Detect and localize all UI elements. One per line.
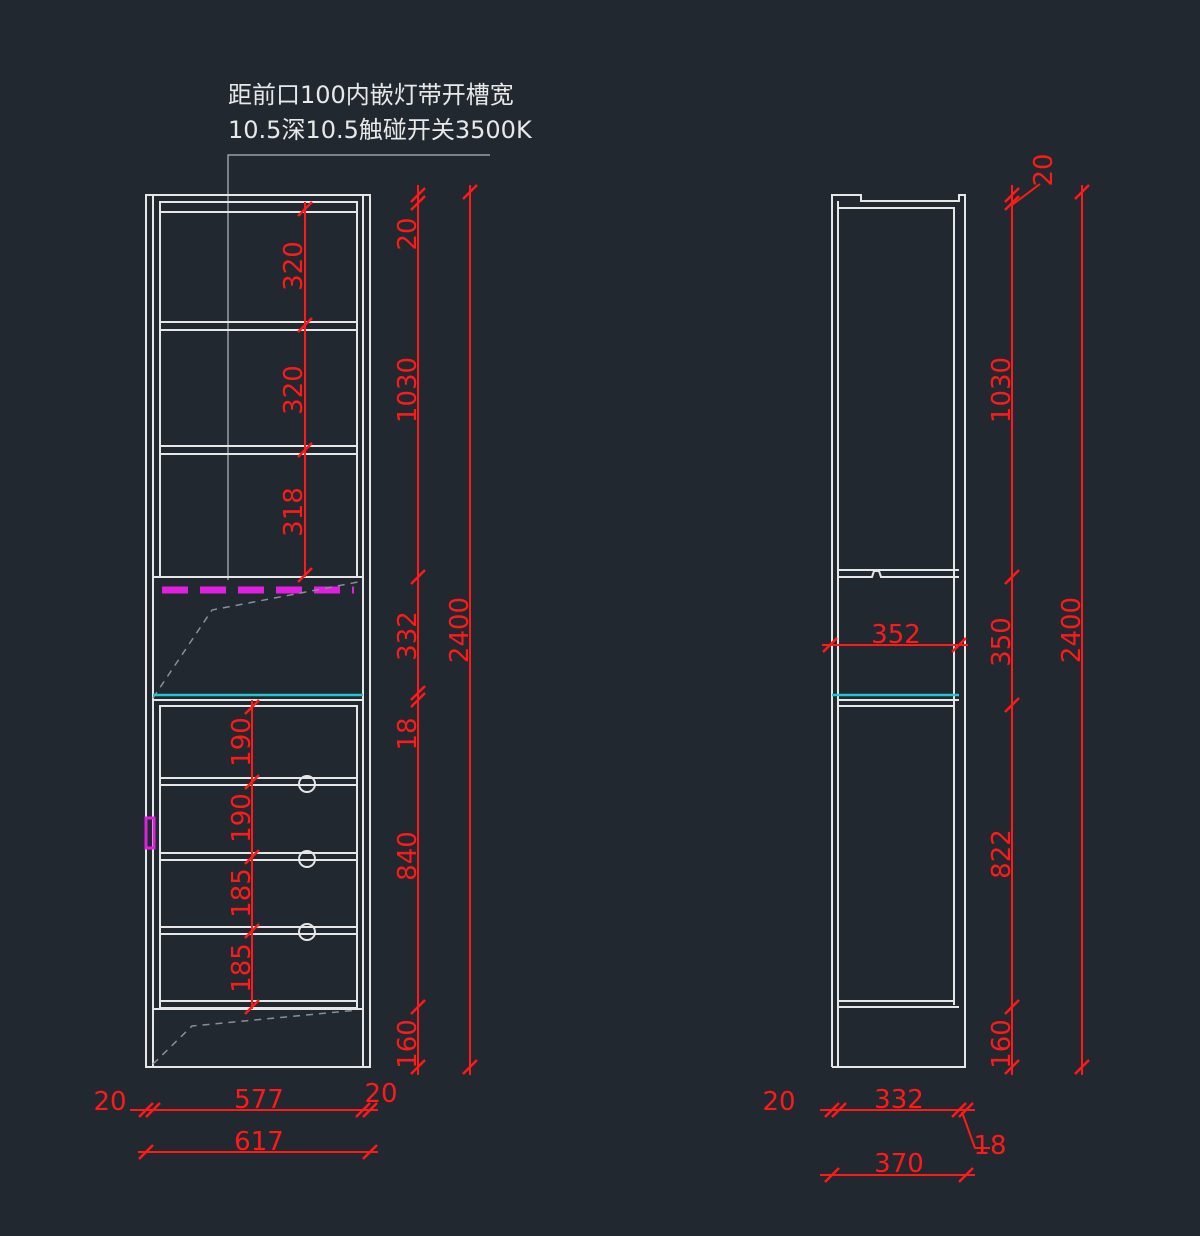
dim-drawer-1: 190: [227, 717, 257, 767]
dim-shelf-3: 318: [279, 487, 309, 537]
dim-total-height: 2400: [445, 597, 475, 663]
drawer-knob: [298, 775, 316, 793]
note-line-1: 距前口100内嵌灯带开槽宽: [228, 81, 514, 109]
dim-inner-width: 577: [234, 1085, 284, 1115]
front-carcass-outline: [145, 194, 371, 1068]
dim-shelf-2: 320: [279, 365, 309, 415]
drawer-knob: [298, 850, 316, 868]
dim-side-lower: 822: [987, 829, 1017, 879]
front-drawer-divider: [159, 926, 358, 935]
dim-side-middle: 350: [987, 617, 1017, 667]
front-shelf-dimensions: 320 320 318 190 190 185 185: [227, 201, 313, 1015]
dim-side-total-height: 2400: [1057, 597, 1087, 663]
dim-side-top-offset: 20: [1029, 153, 1059, 186]
dim-side-back: 20: [762, 1087, 795, 1117]
note-leader-line: [227, 154, 490, 580]
dim-side-total-depth: 370: [874, 1149, 924, 1179]
led-note: 距前口100内嵌灯带开槽宽 10.5深10.5触碰开关3500K: [227, 81, 533, 580]
dim-side-upper: 1030: [987, 357, 1017, 423]
front-view: [144, 194, 371, 1068]
drawer-knob: [298, 923, 316, 941]
dim-total-width: 617: [234, 1127, 284, 1157]
front-width-dims: 20 577 20 617: [93, 1079, 398, 1160]
dim-side-inner-depth: 352: [871, 620, 921, 650]
front-shelf: [159, 321, 358, 331]
side-upper-bay: [837, 207, 955, 571]
dim-drawer-2: 190: [227, 793, 257, 843]
side-view: [831, 194, 966, 1068]
dim-ticks: [297, 201, 313, 583]
dim-top-panel: 20: [393, 217, 423, 250]
dim-side-plinth: 160: [987, 1019, 1017, 1069]
dim-plinth: 160: [393, 1019, 423, 1069]
note-line-2: 10.5深10.5触碰开关3500K: [228, 116, 533, 144]
dim-shelf-1: 320: [279, 241, 309, 291]
dim-glass-shelf: 18: [393, 717, 423, 750]
dim-middle-section: 332: [393, 611, 423, 661]
dim-drawer-4: 185: [227, 943, 257, 993]
side-lower-bay: [837, 705, 955, 1002]
front-drawer-divider: [159, 777, 358, 786]
dim-side-door: 18: [973, 1131, 1006, 1161]
front-height-chain: 20 1030 332 18 840 160 2400: [393, 184, 478, 1075]
front-shelf: [159, 445, 358, 455]
side-dims: 20 1030 350 822 160 2400 352 20 332 18: [762, 153, 1090, 1183]
dim-right-panel: 20: [364, 1079, 397, 1109]
dim-side-inner: 332: [874, 1085, 924, 1115]
front-drawer-divider: [159, 852, 358, 861]
dim-drawer-3: 185: [227, 868, 257, 918]
dim-left-panel: 20: [93, 1087, 126, 1117]
dim-drawer-section: 840: [393, 831, 423, 881]
hinge-mark: [144, 816, 156, 850]
dim-upper-section: 1030: [393, 357, 423, 423]
